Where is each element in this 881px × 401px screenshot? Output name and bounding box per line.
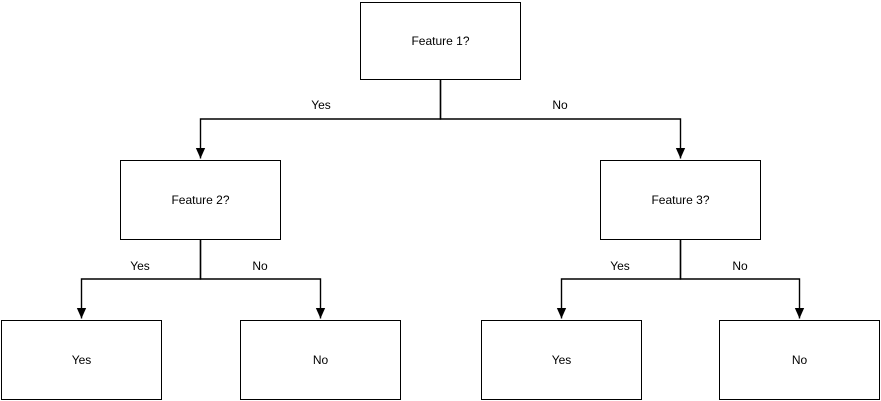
node-leaf-left-yes-label: Yes: [71, 353, 92, 367]
node-leaf-left-yes: Yes: [1, 320, 162, 400]
node-leaf-left-no: No: [240, 320, 401, 400]
node-feature-2-label: Feature 2?: [171, 193, 230, 207]
node-leaf-right-yes-label: Yes: [551, 353, 572, 367]
edge-feature3-to-leaf-yes: [556, 240, 682, 319]
node-leaf-left-no-label: No: [312, 353, 329, 367]
edge-label-root-no: No: [550, 98, 570, 112]
edge-label-feature3-no: No: [730, 259, 750, 273]
node-leaf-right-no-label: No: [791, 353, 808, 367]
node-leaf-right-yes: Yes: [481, 320, 642, 400]
edge-label-root-yes: Yes: [309, 98, 333, 112]
node-feature-1: Feature 1?: [360, 2, 521, 80]
edge-root-to-feature2: [195, 80, 442, 159]
node-feature-3: Feature 3?: [600, 160, 761, 240]
edge-feature3-to-leaf-no: [679, 240, 805, 319]
edge-label-feature2-no: No: [250, 259, 270, 273]
node-feature-3-label: Feature 3?: [651, 193, 710, 207]
edge-root-to-feature3: [439, 80, 686, 159]
node-feature-2: Feature 2?: [120, 160, 281, 240]
node-leaf-right-no: No: [719, 320, 880, 400]
node-feature-1-label: Feature 1?: [411, 34, 470, 48]
edge-feature2-to-leaf-yes: [76, 240, 202, 319]
edge-label-feature3-yes: Yes: [608, 259, 632, 273]
edge-feature2-to-leaf-no: [199, 240, 326, 319]
edge-label-feature2-yes: Yes: [128, 259, 152, 273]
